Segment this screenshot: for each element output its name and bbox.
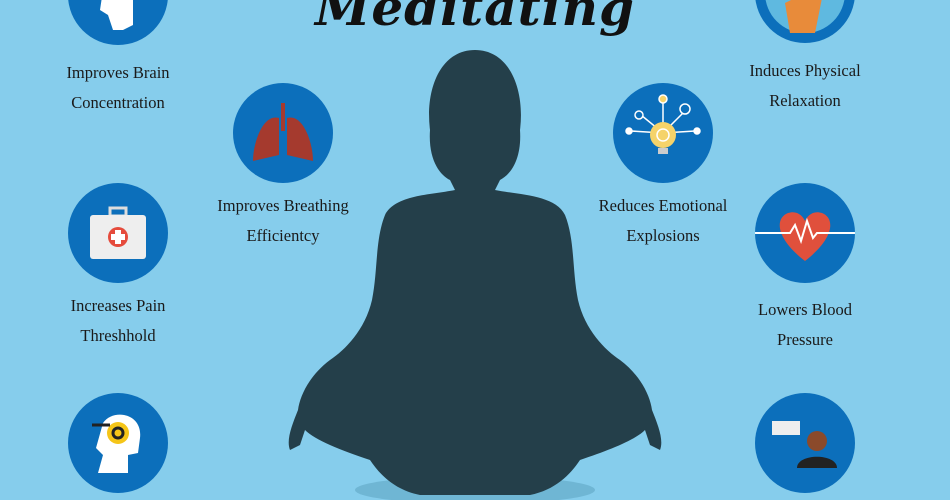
benefit-line: Improves Brain: [66, 63, 170, 82]
benefit-line: Efficientcy: [246, 226, 320, 245]
benefit-line: Improves Breathing: [217, 196, 349, 215]
benefit-line: Explosions: [626, 226, 700, 245]
benefit-line: Increases Pain: [70, 296, 166, 315]
benefit-line: Lowers Blood: [758, 300, 852, 319]
heart-pulse-icon: [755, 183, 855, 283]
lungs-icon: [233, 83, 333, 183]
person-speech-icon: [755, 393, 855, 493]
benefit-line: Induces Physical: [749, 61, 861, 80]
benefit-line: Pressure: [777, 330, 833, 349]
head-loop-icon: [68, 393, 168, 493]
benefit-line: Reduces Emotional: [598, 196, 728, 215]
benefit-line: Threshhold: [80, 326, 156, 345]
benefit-line: Relaxation: [769, 91, 841, 110]
title: Meditating: [314, 0, 635, 37]
first-aid-kit-icon: [68, 183, 168, 283]
benefit-line: Concentration: [71, 93, 165, 112]
lightbulb-icon: [613, 83, 713, 183]
beach-umbrella-icon: [755, 0, 855, 43]
